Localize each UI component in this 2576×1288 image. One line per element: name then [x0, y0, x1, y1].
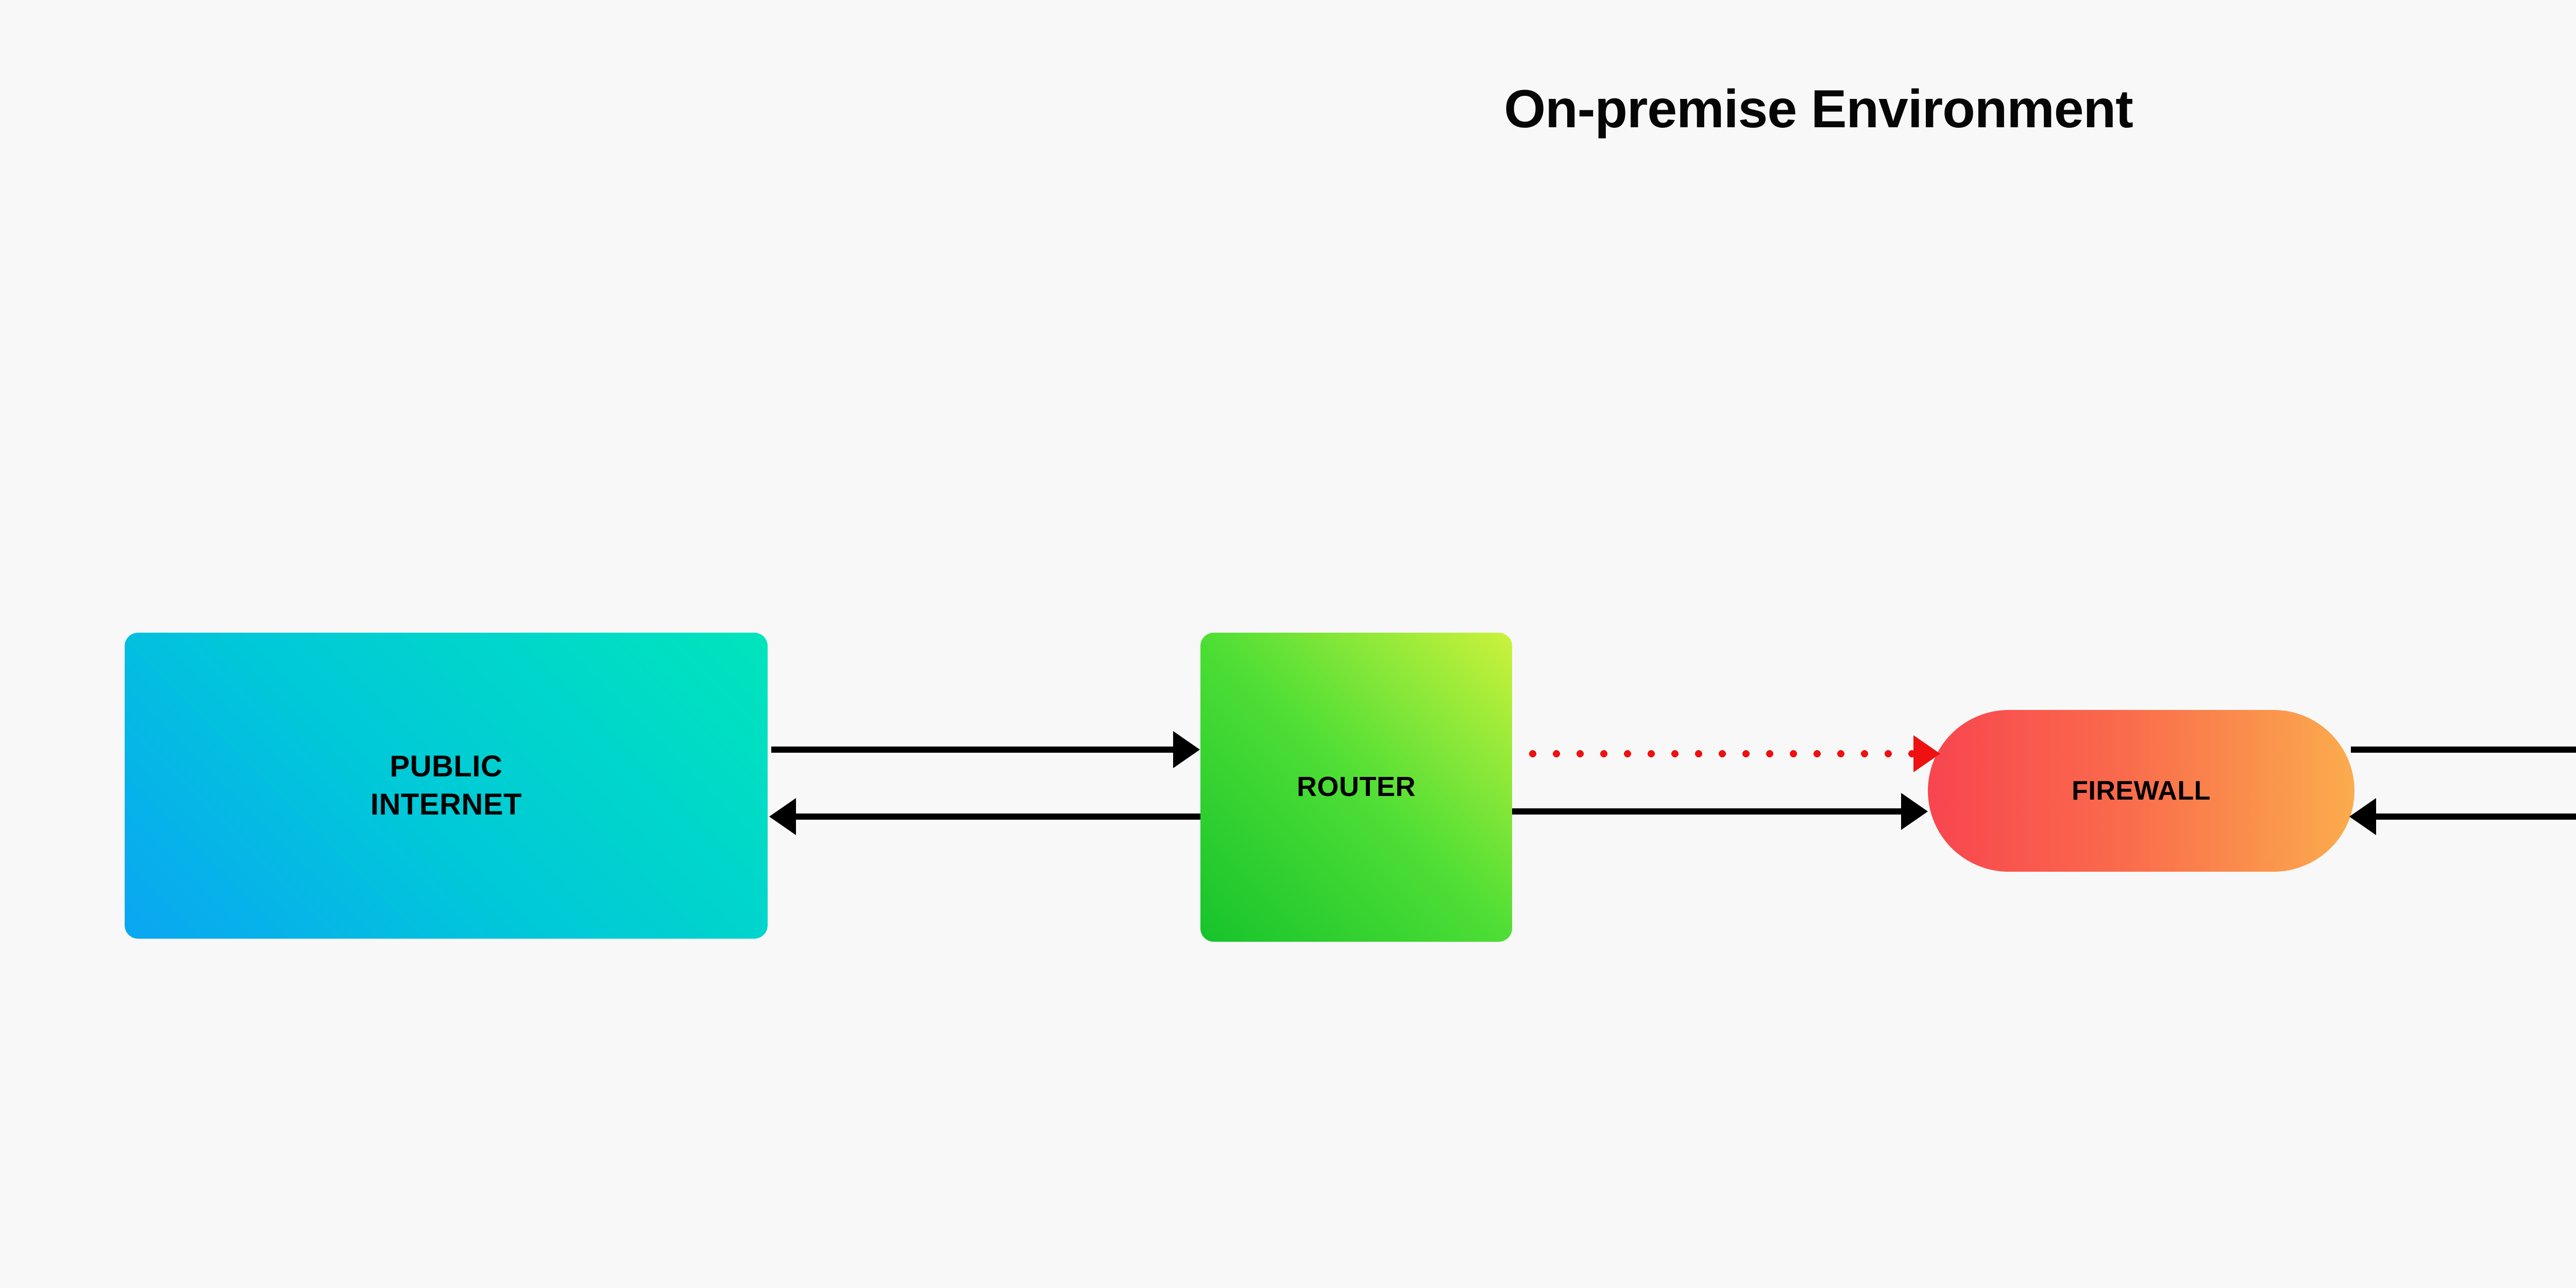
arrow-router-to-firewall-blocked-head-icon: [1913, 735, 1940, 772]
node-public-internet-label-line2: INTERNET: [370, 788, 522, 821]
node-public-internet[interactable]: PUBLIC INTERNET: [125, 633, 768, 939]
arrow-router-to-internet-head-icon: [769, 798, 796, 835]
arrow-router-to-firewall-blocked-line: [1521, 750, 1913, 757]
arrow-firewall-to-lan-line: [2351, 747, 2576, 753]
node-public-internet-label: PUBLIC INTERNET: [370, 748, 522, 824]
arrow-router-to-internet-line: [796, 814, 1200, 820]
node-firewall[interactable]: FIREWALL: [1928, 710, 2354, 872]
arrow-internet-to-router-line: [771, 747, 1173, 753]
node-firewall-label: FIREWALL: [2072, 775, 2211, 806]
node-router[interactable]: ROUTER: [1200, 633, 1512, 942]
arrow-router-to-firewall-head-icon: [1901, 793, 1928, 830]
arrow-internet-to-router-head-icon: [1173, 731, 1200, 768]
arrow-router-to-firewall-line: [1512, 808, 1901, 815]
page-title: On-premise Environment: [1504, 79, 2133, 139]
arrow-lan-to-firewall-head-icon: [2349, 798, 2376, 835]
node-public-internet-label-line1: PUBLIC: [389, 749, 503, 783]
arrow-lan-to-firewall-line: [2376, 814, 2576, 820]
node-router-label: ROUTER: [1297, 771, 1416, 803]
